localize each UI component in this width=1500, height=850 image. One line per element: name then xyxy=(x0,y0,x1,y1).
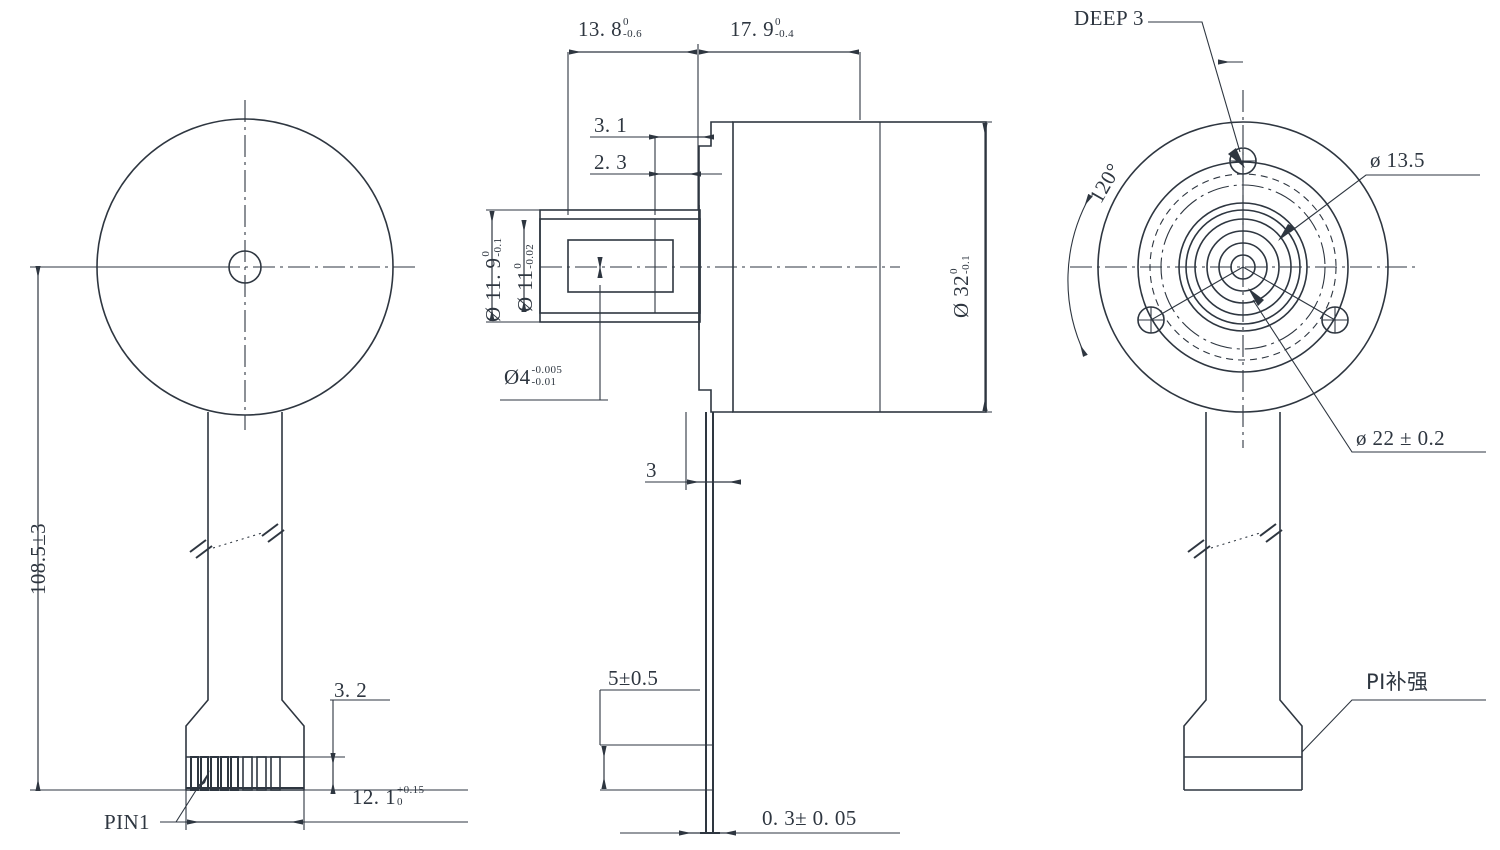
dim-label-pad-height: 3. 2 xyxy=(334,678,368,702)
dim-bore-11-9 xyxy=(486,209,540,323)
dim-label-bore-11-9: Ø 11. 9 0 -0.1 xyxy=(480,237,506,322)
dim-label-tail-thickness: 0. 3± 0. 05 xyxy=(762,806,857,830)
leader-deep-3 xyxy=(1148,21,1245,168)
tol-upper-bore-11-9: 0 xyxy=(480,250,492,257)
dim-13-8 xyxy=(567,44,699,215)
dim-label-step-a: 3. 1 xyxy=(594,113,628,137)
tol-lower-pad-width: 0 xyxy=(397,795,403,808)
dim-2-3 xyxy=(590,171,722,205)
dim-label-13-8: 13. 8 0 -0.6 xyxy=(578,16,643,42)
dim-flange-3 xyxy=(645,412,741,490)
dim-label-17-9: 17. 9 0 -0.4 xyxy=(730,16,795,42)
leader-pi-note xyxy=(1301,699,1486,753)
dim-pad-width xyxy=(185,757,305,830)
right-view-geometry xyxy=(1067,90,1418,791)
dim-label-flange-3: 3 xyxy=(646,458,657,482)
dim-label-pad-width: 12. 1 +0.15 0 xyxy=(352,784,425,810)
dim-value-pad-width: 12. 1 xyxy=(352,785,396,810)
label-pin1: PIN1 xyxy=(104,810,150,834)
dim-label-pitch-circle: ø 22 ± 0.2 xyxy=(1356,426,1446,450)
dim-value-bore-11-9: Ø 11. 9 xyxy=(481,257,506,322)
dim-value-shaft-4: Ø4 xyxy=(504,365,531,390)
dim-label-tail-width: 5±0.5 xyxy=(608,666,659,690)
dim-value-body-32: Ø 32 xyxy=(949,274,974,318)
dim-value-17-9: 17. 9 xyxy=(730,17,774,42)
dim-label-step-b: 2. 3 xyxy=(594,150,628,174)
dim-overall-length xyxy=(30,266,232,791)
dim-shaft-4 xyxy=(500,257,608,401)
dim-value-bore-11: Ø 11 xyxy=(513,269,538,312)
dim-label-overall-length: 108.5±3 xyxy=(26,522,50,595)
dim-3-1 xyxy=(590,134,714,215)
tol-lower-17-9: -0.4 xyxy=(775,27,795,40)
leader-pin1 xyxy=(160,770,210,823)
note-pi-reinforcement: PI补强 xyxy=(1366,670,1429,694)
dim-value-13-8: 13. 8 xyxy=(578,17,622,42)
tol-upper-body-32: 0 xyxy=(948,268,960,274)
left-view-geometry xyxy=(30,100,468,823)
tol-lower-13-8: -0.6 xyxy=(623,27,643,40)
dim-label-bolt-circle: ø 13.5 xyxy=(1370,148,1425,172)
dim-body-32 xyxy=(880,121,992,413)
middle-view-geometry xyxy=(539,121,987,834)
tol-upper-bore-11: 0 xyxy=(512,262,524,269)
tol-upper-13-8: 0 xyxy=(623,16,629,28)
tol-upper-shaft-4: -0.005 xyxy=(531,364,563,376)
dim-label-bore-11: Ø 11 0 -0.02 xyxy=(512,243,538,312)
tol-upper-pad-width: +0.15 xyxy=(397,784,425,796)
tol-lower-shaft-4: -0.01 xyxy=(531,375,557,388)
dim-label-shaft-4: Ø4 -0.005 -0.01 xyxy=(504,364,563,390)
leader-pitch-circle xyxy=(1248,288,1486,453)
dim-17-9 xyxy=(699,49,861,120)
dim-label-body-32: Ø 32 0 -0.1 xyxy=(948,254,974,318)
leader-bolt-circle xyxy=(1278,174,1480,241)
tol-upper-17-9: 0 xyxy=(775,16,781,28)
tol-lower-bore-11-9: -0.1 xyxy=(491,237,504,257)
dim-pad-height xyxy=(304,699,390,794)
note-deep-3: DEEP 3 xyxy=(1074,6,1144,30)
tol-lower-body-32: -0.1 xyxy=(959,254,972,274)
tol-lower-bore-11: -0.02 xyxy=(523,243,536,269)
